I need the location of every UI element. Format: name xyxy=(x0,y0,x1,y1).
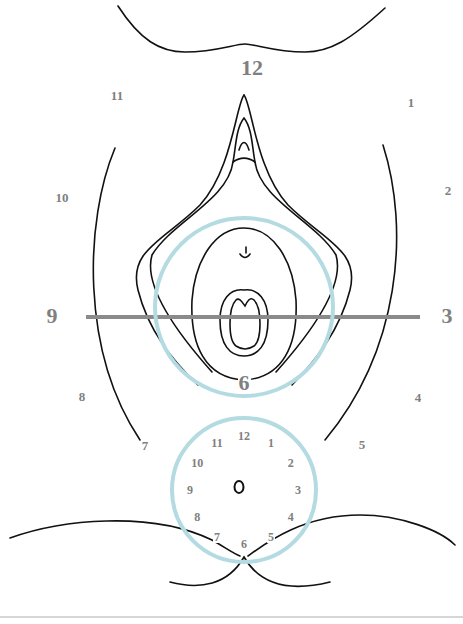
clock-position-label: 7 xyxy=(141,439,150,452)
vaginal-opening-inner xyxy=(230,299,260,349)
urethral-opening xyxy=(240,247,250,258)
anus xyxy=(235,481,244,493)
clock-position-number: 8 xyxy=(193,511,201,523)
clock-position-number: 10 xyxy=(190,457,204,469)
clock-position-label: 2 xyxy=(444,184,453,197)
clock-position-label: 3 xyxy=(441,305,454,327)
clock-position-label: 8 xyxy=(78,390,87,403)
page-separator xyxy=(0,616,463,618)
vaginal-opening-outer xyxy=(220,290,268,356)
clock-position-number: 11 xyxy=(210,437,223,449)
clock-position-number: 7 xyxy=(213,531,221,543)
circle-stroke xyxy=(172,418,316,562)
circle-outline xyxy=(153,216,335,398)
clock-position-number: 2 xyxy=(287,457,295,469)
anal-clock-circle: 12 12 3 45 6 78 9 10 11 xyxy=(170,416,318,564)
clock-position-number: 3 xyxy=(294,484,302,496)
vulva-region-circle: 6 xyxy=(153,216,335,398)
circle-stroke xyxy=(155,218,333,396)
left-thigh-line xyxy=(93,148,140,440)
clitoral-hood xyxy=(233,118,255,162)
clock-position-number: 6 xyxy=(238,372,251,394)
clock-position-number: 9 xyxy=(186,484,194,496)
right-thigh-line xyxy=(325,145,397,440)
clock-position-label: 9 xyxy=(46,305,59,327)
clock-position-number: 6 xyxy=(240,538,248,550)
clock-position-label: 4 xyxy=(414,391,423,404)
horizontal-axis-line xyxy=(86,315,420,319)
clock-position-label: 5 xyxy=(358,438,367,451)
clock-position-label: 11 xyxy=(110,89,124,102)
clock-position-label: 1 xyxy=(407,96,416,109)
labia-majora-right xyxy=(244,95,352,385)
labia-majora-left xyxy=(136,95,244,385)
clock-position-number: 1 xyxy=(267,437,275,449)
vestibule-outline xyxy=(192,228,296,380)
clitoral-hood-inner xyxy=(239,143,249,151)
clock-position-label: 10 xyxy=(55,191,70,204)
clock-position-number: 5 xyxy=(267,531,275,543)
mons-outline xyxy=(118,6,385,52)
right-buttock-line xyxy=(248,515,455,556)
clock-position-number: 4 xyxy=(287,511,295,523)
clock-position-number: 12 xyxy=(237,430,251,442)
clock-position-label: 12 xyxy=(240,57,264,79)
